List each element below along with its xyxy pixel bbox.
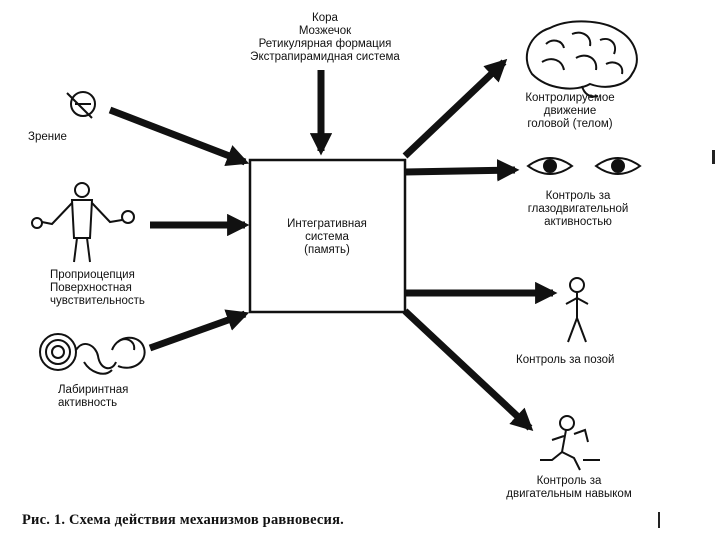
proprioception-line: Проприоцепция [50, 269, 135, 281]
arrow-box-to-eye-motor [404, 159, 520, 182]
head-motion-line: движение [543, 105, 597, 117]
labyrinth-line: активность [58, 397, 118, 409]
eye-motor-line: Контроль за [545, 190, 611, 202]
vision-label: Зрение [28, 131, 67, 143]
eyes-pair-icon [526, 157, 642, 175]
motor-skill-line: двигательным навыком [506, 488, 632, 500]
motor-skill-line: Контроль за [536, 475, 602, 487]
integrative-system-box [248, 158, 407, 314]
eye-motor-line: активностью [544, 216, 612, 228]
scan-edge-mark [712, 150, 715, 164]
arrow-vision-to-box [108, 106, 250, 167]
top-input-line: Экстрапирамидная система [250, 51, 400, 63]
top-input-line: Мозжечок [298, 25, 352, 37]
eye-icon [66, 91, 96, 119]
top-inputs-label: Кора Мозжечок Ретикулярная формация Экст… [220, 12, 430, 64]
stick-figure-icon [31, 182, 135, 263]
running-figure-icon [540, 415, 600, 471]
top-input-line: Кора [312, 12, 338, 24]
standing-figure-icon [565, 277, 589, 343]
center-box-line: система [305, 231, 349, 243]
ear-labyrinth-icon [39, 333, 146, 375]
scan-edge-mark [658, 512, 660, 528]
brain-icon [525, 20, 638, 98]
eye-motor-label: Контроль за глазодвигательной активность… [508, 190, 648, 229]
posture-label: Контроль за позой [516, 354, 615, 366]
motor-skill-label: Контроль за двигательным навыком [478, 475, 660, 501]
head-motion-label: Контролируемое движение головой (телом) [505, 92, 635, 131]
top-input-line: Ретикулярная формация [258, 38, 392, 50]
proprioception-label: Проприоцепция Поверхностная чувствительн… [50, 269, 145, 308]
head-motion-line: Контролируемое [525, 92, 615, 104]
figure-caption: Рис. 1. Схема действия механизмов равнов… [22, 512, 344, 528]
arrow-box-to-motor-skill [402, 308, 534, 432]
arrow-box-to-head-motion [402, 58, 508, 159]
integrative-system-label: Интегративная система (память) [262, 218, 392, 257]
proprioception-line: Поверхностная [50, 282, 132, 294]
head-motion-line: головой (телом) [527, 118, 613, 130]
center-box-line: (память) [304, 244, 350, 256]
labyrinth-line: Лабиринтная [58, 384, 129, 396]
arrow-labyrinth-to-box [148, 309, 250, 352]
center-box-line: Интегративная [287, 218, 367, 230]
eye-motor-line: глазодвигательной [527, 203, 629, 215]
labyrinth-label: Лабиринтная активность [58, 384, 128, 410]
proprioception-line: чувствительность [50, 295, 145, 307]
